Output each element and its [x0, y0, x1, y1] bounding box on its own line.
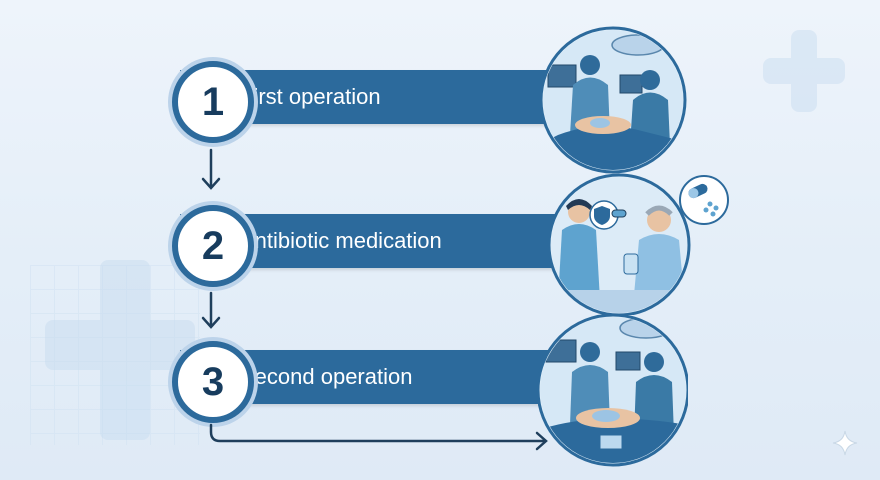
sparkle-icon — [832, 430, 858, 456]
background-cross-top-right — [763, 30, 845, 112]
background-grid — [30, 265, 200, 445]
step-3-illustration — [538, 313, 688, 467]
down-arrow-icon — [201, 291, 221, 329]
step-3-label: Second operation — [240, 364, 413, 389]
step-1-label: First operation — [240, 84, 381, 109]
pill-capsule-icon — [611, 209, 627, 218]
step-1-illustration — [539, 26, 687, 174]
pill-capsule-icon — [688, 183, 708, 199]
step-2-label: Antibiotic medication — [240, 228, 442, 253]
step-1-badge: 1 — [172, 61, 254, 143]
background-cross-bottom-left — [45, 260, 195, 440]
step-1-number: 1 — [201, 79, 225, 124]
return-arrow-icon — [209, 423, 548, 451]
step-2-illustration — [547, 173, 691, 315]
pill-bubble — [679, 175, 729, 225]
step-2-number: 2 — [201, 223, 225, 268]
step-3-number: 3 — [201, 359, 225, 404]
down-arrow-icon — [201, 148, 221, 190]
step-2-badge: 2 — [172, 205, 254, 287]
shield-icon — [594, 206, 610, 225]
step-3-badge: 3 — [172, 341, 254, 423]
